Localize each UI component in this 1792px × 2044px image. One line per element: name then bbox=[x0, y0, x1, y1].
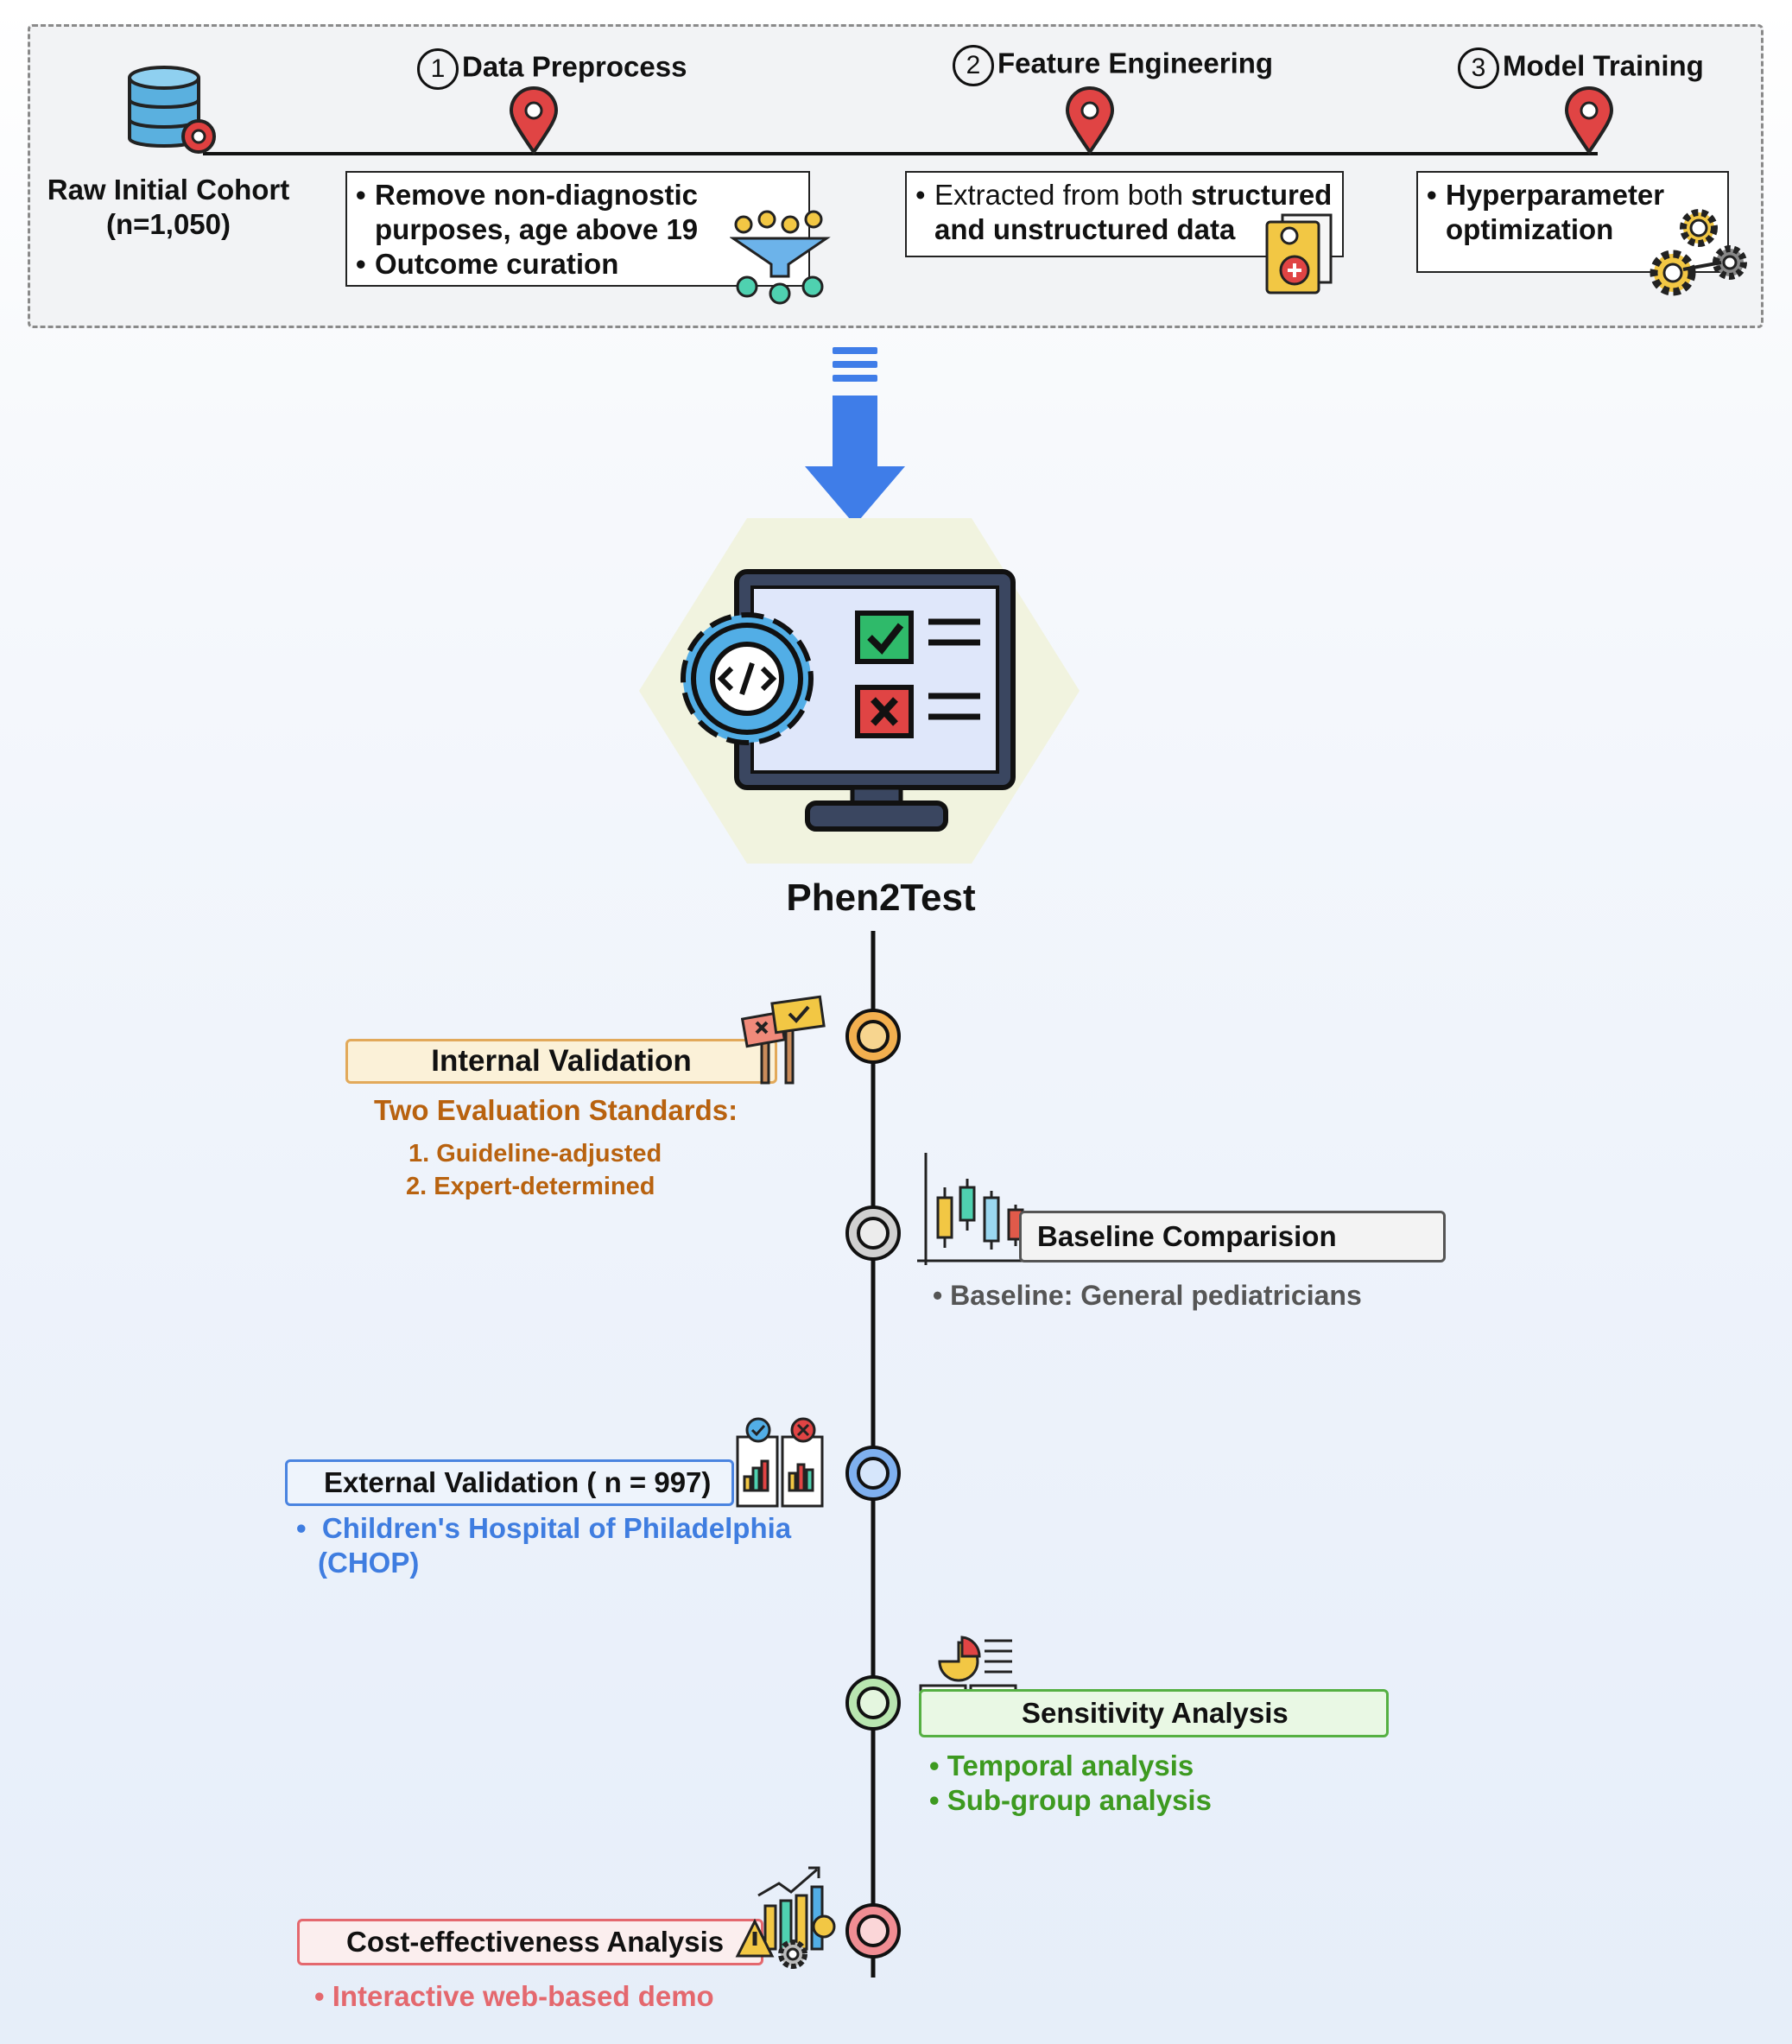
external-item-text: Children's Hospital of Philadelphia bbox=[321, 1512, 792, 1544]
phen2test-hexagon bbox=[639, 518, 1080, 864]
step-number: 3 bbox=[1458, 47, 1499, 89]
baseline-item-text: Baseline: General pediatricians bbox=[950, 1280, 1362, 1311]
preprocess-item-line: purposes, age above 19 bbox=[375, 213, 699, 245]
down-arrow-icon bbox=[805, 347, 905, 525]
preprocess-item-line: Remove non-diagnostic bbox=[375, 179, 699, 211]
sensitivity-item-text: Sub-group analysis bbox=[947, 1784, 1212, 1816]
baseline-item: • Baseline: General pediatricians bbox=[933, 1280, 1362, 1311]
cost-chart-icon bbox=[735, 1866, 836, 1969]
timeline-node-external bbox=[845, 1446, 901, 1501]
map-pin-icon bbox=[509, 86, 559, 155]
medical-record-icon bbox=[1265, 213, 1333, 294]
cohort-title: Raw Initial Cohort bbox=[47, 174, 290, 206]
cost-effectiveness-label: Cost-effectiveness Analysis bbox=[297, 1919, 763, 1965]
node-ring bbox=[857, 1686, 890, 1719]
external-validation-label: External Validation ( n = 997) bbox=[285, 1459, 734, 1506]
map-pin-icon bbox=[1065, 86, 1115, 155]
timeline-node-baseline bbox=[845, 1206, 901, 1261]
step-title-text: Model Training bbox=[1503, 49, 1704, 82]
step-number: 1 bbox=[417, 48, 459, 90]
cohort-label: Raw Initial Cohort (n=1,050) bbox=[35, 173, 302, 242]
cost-item-text: Interactive web-based demo bbox=[332, 1980, 714, 2012]
sensitivity-item-text: Temporal analysis bbox=[947, 1750, 1194, 1781]
sensitivity-item: • Sub-group analysis bbox=[929, 1784, 1212, 1816]
training-item-line: optimization bbox=[1446, 213, 1614, 245]
phen2test-title: Phen2Test bbox=[786, 876, 976, 919]
timeline-node-sensitivity bbox=[845, 1675, 901, 1731]
node-ring bbox=[857, 1020, 890, 1053]
candlestick-chart-icon bbox=[917, 1153, 1036, 1265]
internal-item: 1. Guideline-adjusted bbox=[408, 1140, 662, 1168]
cost-item: • Interactive web-based demo bbox=[314, 1980, 714, 2012]
feature-item-bold: structured bbox=[1191, 179, 1333, 211]
sensitivity-analysis-label: Sensitivity Analysis bbox=[919, 1689, 1389, 1737]
external-item: • Children's Hospital of Philadelphia bbox=[296, 1512, 792, 1544]
feature-item: Extracted from both structured and unstr… bbox=[915, 178, 1333, 247]
step-title-text: Data Preprocess bbox=[462, 50, 687, 83]
node-ring bbox=[857, 1217, 890, 1250]
step-number: 2 bbox=[953, 45, 994, 86]
gears-icon bbox=[1650, 209, 1747, 296]
baseline-comparision-label: Baseline Comparision bbox=[1019, 1211, 1446, 1262]
timeline-node-cost bbox=[845, 1903, 901, 1959]
preprocess-item: Remove non-diagnostic purposes, age abov… bbox=[356, 178, 800, 247]
feature-item-prefix: Extracted from both bbox=[934, 179, 1192, 211]
training-item: Hyperparameter optimization bbox=[1427, 178, 1719, 247]
cohort-count: (n=1,050) bbox=[106, 208, 231, 240]
timeline-node-internal bbox=[845, 1009, 901, 1064]
sensitivity-item: • Temporal analysis bbox=[929, 1750, 1194, 1781]
feature-item-line: and unstructured data bbox=[934, 213, 1236, 245]
report-icon bbox=[736, 1417, 824, 1508]
pipeline-connector bbox=[203, 152, 1598, 155]
step-title-text: Feature Engineering bbox=[997, 47, 1274, 79]
internal-heading: Two Evaluation Standards: bbox=[374, 1094, 738, 1126]
external-item: (CHOP) bbox=[318, 1547, 420, 1579]
database-icon bbox=[128, 66, 216, 154]
node-ring bbox=[857, 1914, 890, 1947]
map-pin-icon bbox=[1564, 86, 1614, 155]
internal-validation-label: Internal Validation bbox=[345, 1039, 777, 1084]
node-ring bbox=[857, 1457, 890, 1490]
internal-item: 2. Expert-determined bbox=[406, 1173, 655, 1200]
preprocess-item: Outcome curation bbox=[356, 247, 800, 282]
preprocess-box: Remove non-diagnostic purposes, age abov… bbox=[345, 171, 810, 287]
funnel-icon bbox=[730, 210, 831, 305]
training-item-line: Hyperparameter bbox=[1446, 179, 1665, 211]
signboard-icon bbox=[741, 995, 826, 1085]
